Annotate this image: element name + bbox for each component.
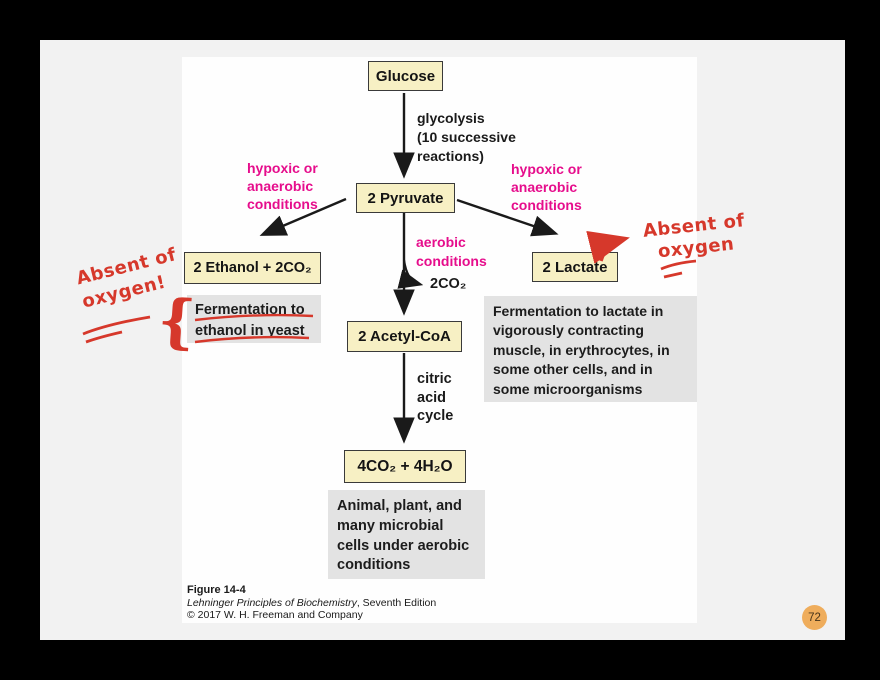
node-pyruvate: 2 Pyruvate [356, 183, 455, 213]
label-hypoxic-right: hypoxic or anaerobic conditions [511, 161, 582, 213]
note-ethanol-fermentation: Fermentation to ethanol in yeast [187, 295, 321, 343]
label-co2-branch: 2CO₂ [430, 276, 467, 292]
page-number-badge: 72 [802, 605, 827, 630]
label-citric-acid-cycle: citric acid cycle [417, 371, 454, 424]
copyright-line: © 2017 W. H. Freeman and Company [187, 609, 363, 621]
node-ethanol: 2 Ethanol + 2CO₂ [184, 252, 321, 284]
figure-source: Lehninger Principles of Biochemistry, Se… [187, 597, 436, 609]
annotation-brace: { [155, 285, 198, 357]
figure-number: Figure 14-4 [187, 584, 246, 596]
note-lactate-fermentation: Fermentation to lactate in vigorously co… [484, 296, 697, 402]
book-title: Lehninger Principles of Biochemistry [187, 597, 357, 609]
edition-suffix: , Seventh Edition [356, 597, 437, 609]
node-lactate: 2 Lactate [532, 252, 618, 282]
label-hypoxic-left: hypoxic or anaerobic conditions [247, 160, 318, 212]
label-glycolysis: glycolysis (10 successive reactions) [417, 110, 516, 164]
note-aerobic-cells: Animal, plant, and many microbial cells … [328, 490, 485, 579]
node-glucose: Glucose [368, 61, 443, 91]
label-aerobic: aerobic conditions [416, 234, 487, 269]
node-acetyl-coa: 2 Acetyl-CoA [347, 321, 462, 352]
node-co2-h2o: 4CO₂ + 4H₂O [344, 450, 466, 483]
